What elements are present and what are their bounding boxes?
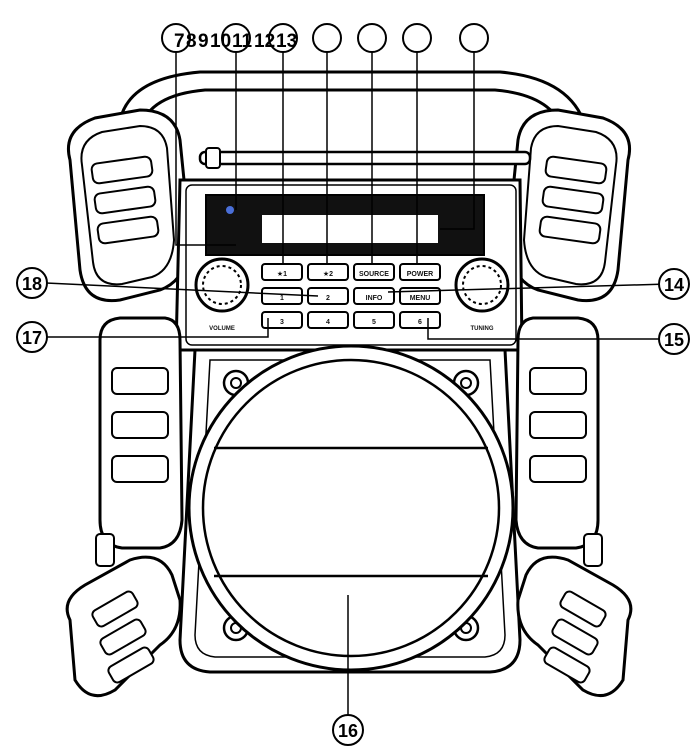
tuning-label: TUNING xyxy=(471,326,494,332)
preset-6-button[interactable] xyxy=(399,311,441,329)
source-button[interactable] xyxy=(353,263,395,281)
left-lower-grip xyxy=(65,316,184,698)
callout-14: 14 xyxy=(658,268,690,300)
source-label: SOURCE xyxy=(359,271,389,278)
callout-9 xyxy=(268,23,298,53)
power-button[interactable] xyxy=(399,263,441,281)
callout-15-label: 15 xyxy=(664,330,684,350)
preset-fav1-button[interactable] xyxy=(261,263,303,281)
preset-4-button[interactable] xyxy=(307,311,349,329)
volume-knob[interactable] xyxy=(194,257,250,313)
button-row-3: 3 4 5 6 xyxy=(261,311,441,329)
callout-14-label: 14 xyxy=(664,275,684,295)
callout-12 xyxy=(402,23,432,53)
callout-16-label: 16 xyxy=(338,721,358,741)
preset-1-label: 1 xyxy=(280,295,284,302)
callout-13-label: 13 xyxy=(276,31,297,52)
info-button[interactable] xyxy=(353,287,395,305)
button-row-2: 1 2 INFO MENU xyxy=(261,287,441,305)
callout-12-label: 12 xyxy=(254,31,275,52)
volume-label: VOLUME xyxy=(209,326,235,332)
callout-7-label: 7 xyxy=(174,31,185,52)
callout-17-label: 17 xyxy=(22,328,42,348)
speaker-grille xyxy=(187,344,515,672)
fav1-label: ★1 xyxy=(277,270,287,278)
preset-3-button[interactable] xyxy=(261,311,303,329)
callout-13 xyxy=(459,23,489,53)
preset-fav2-button[interactable] xyxy=(307,263,349,281)
preset-3-label: 3 xyxy=(280,319,284,326)
callout-10 xyxy=(312,23,342,53)
status-led-icon xyxy=(226,206,234,214)
carry-handle xyxy=(118,70,587,136)
callout-8-label: 8 xyxy=(186,31,197,52)
preset-5-label: 5 xyxy=(372,319,376,326)
callout-7 xyxy=(161,23,191,53)
info-label: INFO xyxy=(366,295,383,302)
right-upper-arm xyxy=(506,108,631,303)
callout-17: 17 xyxy=(16,321,48,353)
callout-15: 15 xyxy=(658,323,690,355)
power-label: POWER xyxy=(407,271,433,278)
preset-2-label: 2 xyxy=(326,295,330,302)
callout-18: 18 xyxy=(16,267,48,299)
lcd-display xyxy=(205,194,485,256)
preset-4-label: 4 xyxy=(326,319,330,326)
callout-8 xyxy=(221,23,251,53)
callout-11-label: 11 xyxy=(232,31,253,52)
callout-10-label: 10 xyxy=(210,31,231,52)
right-lower-grip xyxy=(514,316,633,698)
left-upper-arm xyxy=(67,108,192,303)
preset-5-button[interactable] xyxy=(353,311,395,329)
preset-6-label: 6 xyxy=(418,319,422,326)
callout-9-label: 9 xyxy=(198,31,209,52)
menu-label: MENU xyxy=(410,295,431,302)
antenna xyxy=(198,147,532,169)
tuning-knob[interactable] xyxy=(454,257,510,313)
button-row-1: ★1 ★2 SOURCE POWER xyxy=(261,263,441,281)
callout-11 xyxy=(357,23,387,53)
fav2-label: ★2 xyxy=(323,270,333,278)
preset-1-button[interactable] xyxy=(261,287,303,305)
callout-16: 16 xyxy=(332,714,364,746)
callout-18-label: 18 xyxy=(22,274,42,294)
leader-lines xyxy=(45,52,669,716)
